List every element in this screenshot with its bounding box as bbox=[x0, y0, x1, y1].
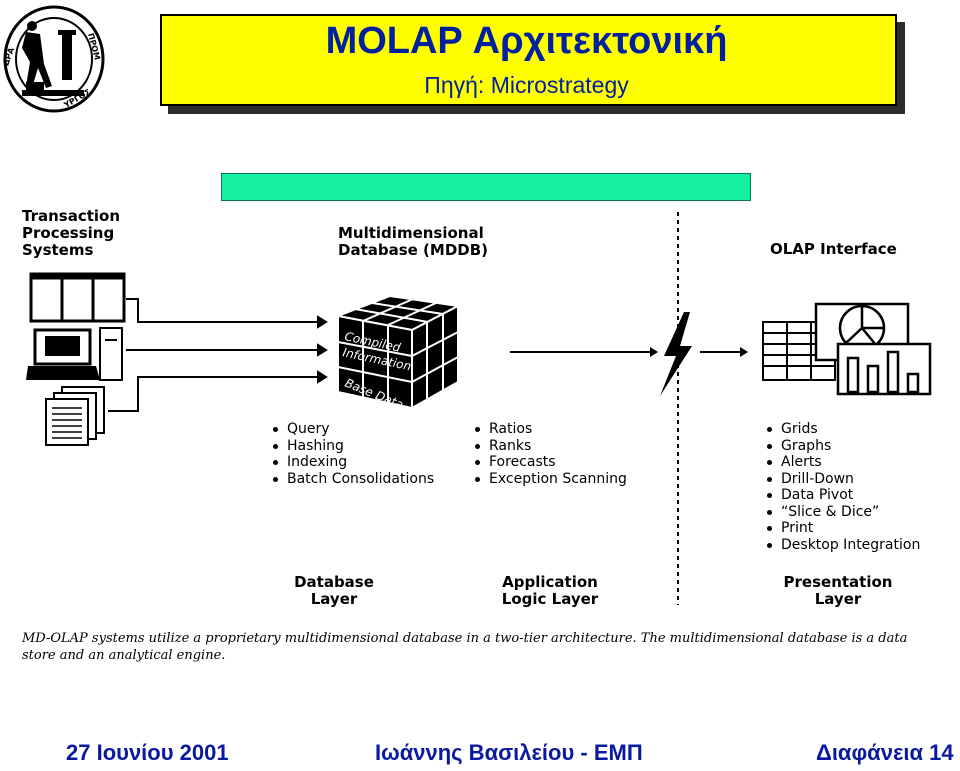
list-item: Data Pivot bbox=[766, 487, 920, 504]
database-layer-label: Database Layer bbox=[268, 574, 400, 608]
figure-caption: MD-OLAP systems utilize a proprietary mu… bbox=[22, 631, 908, 663]
olap-interface-label: OLAP Interface bbox=[770, 240, 897, 258]
footer-date: 27 Ιουνίου 2001 bbox=[66, 740, 229, 765]
university-seal-logo: ΔΡΑ ΠΡΟΜ ΥΡΓΟΣ bbox=[2, 5, 105, 113]
list-item: Ranks bbox=[474, 438, 627, 455]
list-item: Desktop Integration bbox=[766, 537, 920, 554]
footer-author: Ιωάννης Βασιλείου - ΕΜΠ bbox=[375, 740, 643, 765]
list-item: Forecasts bbox=[474, 454, 627, 471]
database-features-list: Query Hashing Indexing Batch Consolidati… bbox=[272, 421, 434, 487]
list-item: “Slice & Dice” bbox=[766, 504, 920, 521]
list-item: Graphs bbox=[766, 438, 920, 455]
mddb-label-line-2: Database (MDDB) bbox=[338, 241, 489, 259]
mddb-label-line-1: Multidimensional bbox=[338, 224, 484, 242]
application-layer-line-1: Application bbox=[502, 573, 598, 591]
slide-title: MOLAP Αρχιτεκτονική bbox=[325, 20, 728, 62]
server-rack-icon bbox=[29, 272, 126, 323]
database-layer-line-1: Database bbox=[294, 573, 374, 591]
highlight-bar bbox=[221, 173, 751, 201]
tps-label-line-1: Transaction bbox=[22, 207, 121, 225]
list-item: Alerts bbox=[766, 454, 920, 471]
title-banner bbox=[160, 14, 897, 106]
list-item: Indexing bbox=[272, 454, 434, 471]
list-item: Hashing bbox=[272, 438, 434, 455]
footer-slide-number: Διαφάνεια 14 bbox=[816, 740, 954, 765]
lightning-bolt-icon bbox=[660, 312, 692, 396]
list-item: Ratios bbox=[474, 421, 627, 438]
presentation-layer-line-2: Layer bbox=[814, 590, 862, 608]
desktop-computer-icon bbox=[26, 327, 123, 381]
list-item: Drill-Down bbox=[766, 471, 920, 488]
input-arrows bbox=[108, 298, 328, 412]
list-item: Exception Scanning bbox=[474, 471, 627, 488]
architecture-diagram: Compiled Information Base Data bbox=[26, 212, 932, 605]
list-item: Grids bbox=[766, 421, 920, 438]
mddb-label: Multidimensional Database (MDDB) bbox=[338, 225, 488, 259]
presentation-features-list: Grids Graphs Alerts Drill-Down Data Pivo… bbox=[766, 421, 920, 553]
tps-label-line-3: Systems bbox=[22, 241, 94, 259]
list-item: Batch Consolidations bbox=[272, 471, 434, 488]
list-item: Print bbox=[766, 520, 920, 537]
slide-subtitle: Πηγή: Microstrategy bbox=[424, 72, 629, 98]
presentation-layer-line-1: Presentation bbox=[783, 573, 893, 591]
mddb-cube-icon bbox=[334, 294, 462, 410]
tps-label: Transaction Processing Systems bbox=[22, 208, 120, 259]
application-layer-label: Application Logic Layer bbox=[484, 574, 616, 608]
application-layer-line-2: Logic Layer bbox=[501, 590, 599, 608]
documents-icon bbox=[45, 386, 105, 446]
database-layer-line-2: Layer bbox=[310, 590, 358, 608]
presentation-layer-label: Presentation Layer bbox=[770, 574, 906, 608]
bar-chart-window-icon bbox=[836, 342, 932, 396]
tps-label-line-2: Processing bbox=[22, 224, 115, 242]
application-features-list: Ratios Ranks Forecasts Exception Scannin… bbox=[474, 421, 627, 487]
list-item: Query bbox=[272, 421, 434, 438]
